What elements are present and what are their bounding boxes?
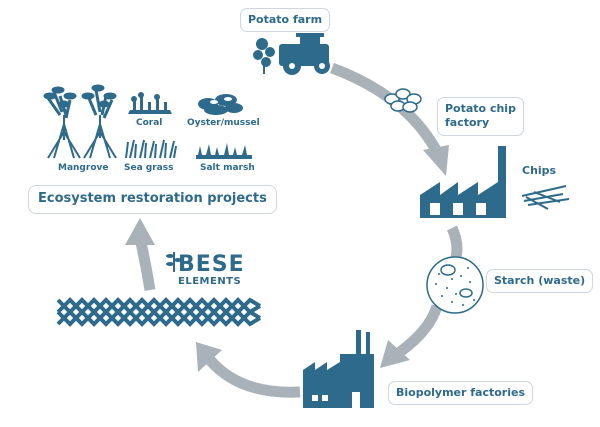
bese-logo: BESE ELEMENTS: [178, 252, 245, 287]
label-mangrove: Mangrove: [58, 163, 109, 173]
chips-icon: [521, 185, 570, 210]
tractor-icon: [279, 33, 330, 75]
saltmarsh-icon: [196, 143, 252, 159]
lattice-icon: [56, 297, 262, 327]
arrowhead-lattice: [196, 342, 222, 372]
coral-icon: [128, 92, 172, 114]
biopolymer-factory-icon: [303, 330, 374, 408]
arrow-farm-to-factory: [330, 62, 441, 153]
factory-icon: [420, 146, 506, 218]
label-coral: Coral: [136, 118, 163, 128]
seagrass-icon: [125, 139, 177, 159]
label-sea-grass: Sea grass: [124, 163, 174, 173]
arrowhead-ecosystem: [125, 218, 155, 245]
bese-logo-line1: BESE: [178, 252, 245, 277]
arrow-biopolymer-to-lattice: [205, 356, 301, 398]
label-biopolymer-factories: Biopolymer factories: [388, 381, 534, 406]
arrowhead-biopolymer: [380, 340, 410, 368]
bese-logo-sprig-icon: [166, 252, 182, 272]
starch-icon: [426, 256, 484, 314]
potatoes-icon: [384, 88, 422, 113]
label-potato-farm: Potato farm: [240, 8, 331, 33]
label-salt-marsh: Salt marsh: [200, 163, 255, 173]
bese-logo-line2: ELEMENTS: [178, 275, 242, 287]
oyster-icon: [198, 94, 243, 115]
arrow-starch-to-biopolymer: [396, 304, 443, 357]
label-oyster-mussel: Oyster/mussel: [187, 118, 260, 128]
label-potato-chip-factory: Potato chip factory: [437, 97, 524, 136]
label-ecosystem-restoration: Ecosystem restoration projects: [28, 185, 277, 214]
label-chips: Chips: [522, 164, 557, 177]
arrow-lattice-to-ecosystem: [134, 236, 156, 291]
potato-plant-icon: [253, 38, 275, 74]
arrowhead-factory: [423, 145, 449, 176]
label-starch: Starch (waste): [486, 269, 594, 294]
mangrove-icon: [43, 84, 117, 159]
